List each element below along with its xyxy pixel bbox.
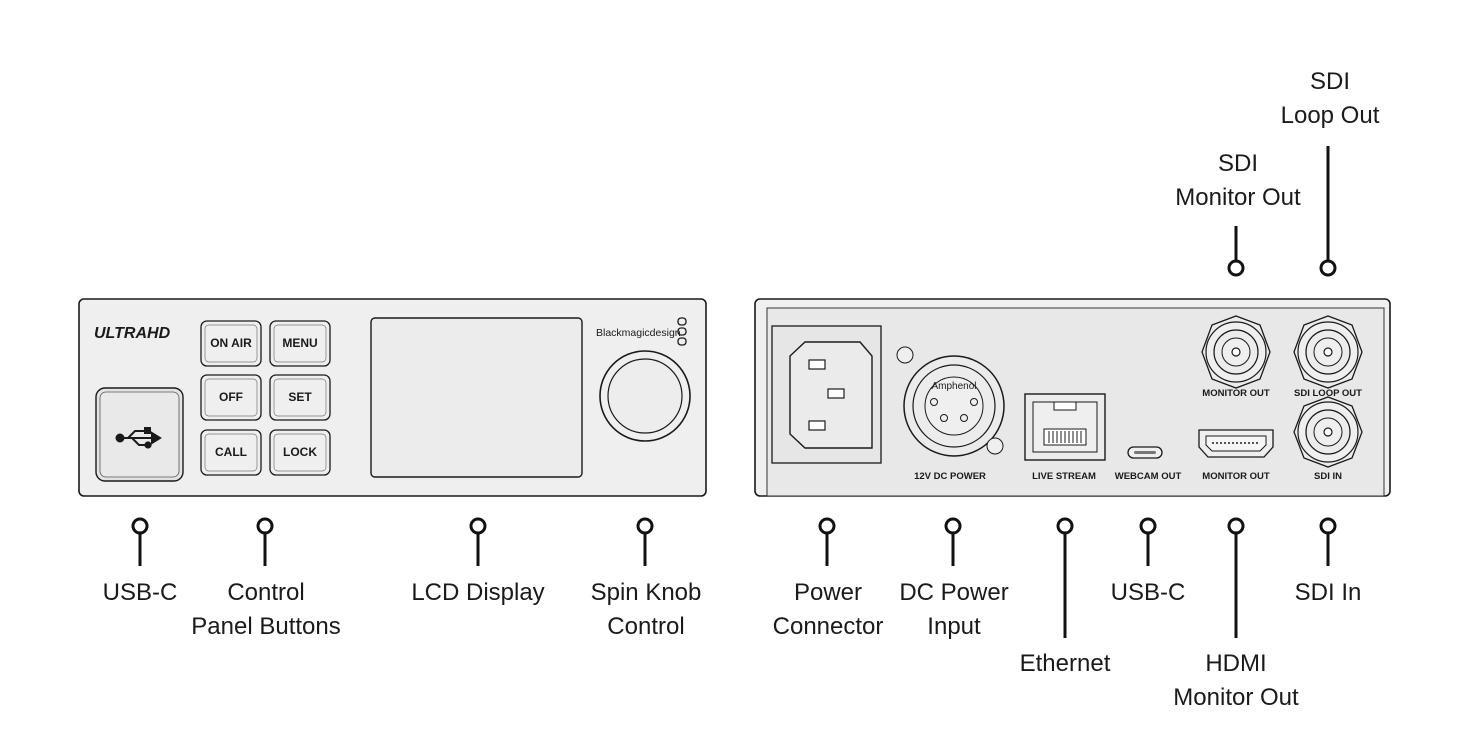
leader-sdi-loop-out [1319, 146, 1337, 277]
leader-sdi-monitor-out [1227, 226, 1245, 277]
hdmi-monitor-out-port[interactable]: MONITOR OUT [1198, 429, 1274, 482]
lock-button[interactable]: LOCK [269, 429, 331, 476]
callout-lcd-display: LCD Display [411, 576, 544, 610]
callout-line: LCD Display [411, 579, 545, 606]
front-panel: ULTRAHD ON AIR [78, 298, 707, 497]
lock-label: LOCK [283, 445, 317, 459]
callout-line: USB-C [102, 579, 178, 606]
menu-label: MENU [282, 336, 317, 350]
amphenol-label: Amphenol [931, 381, 976, 392]
leader-spin-knob [636, 517, 654, 566]
callout-line: Power [793, 579, 863, 606]
control-panel-buttons: ON AIR MENU OFF SET CALL [200, 320, 331, 476]
webcam-out-label: WEBCAM OUT [1115, 471, 1182, 482]
rear-panel: Amphenol 12V DC POWER LIVE STREAM [754, 298, 1391, 497]
sdi-loop-out-port[interactable]: SDI LOOP OUT [1293, 315, 1363, 399]
callout-line: Spin Knob [590, 579, 702, 606]
leader-usb-c-front [131, 517, 149, 566]
set-button[interactable]: SET [269, 374, 331, 421]
callout-ethernet: Ethernet [1020, 647, 1111, 681]
off-button[interactable]: OFF [200, 374, 262, 421]
leader-usb-c-rear [1139, 517, 1157, 566]
live-stream-label: LIVE STREAM [1032, 471, 1096, 482]
leader-power-connector [818, 517, 836, 566]
callout-line: Control [607, 613, 685, 640]
callout-power-connector: Power Connector [773, 576, 884, 644]
on-air-button[interactable]: ON AIR [200, 320, 262, 367]
brand-label: Blackmagicdesign [596, 327, 681, 339]
leader-lines [131, 146, 1337, 638]
usb-icon [115, 427, 162, 449]
sdi-loop-out-label: SDI LOOP OUT [1294, 388, 1362, 399]
sdi-in-label: SDI IN [1314, 471, 1342, 482]
set-label: SET [288, 390, 312, 404]
callout-line: SDI [1309, 68, 1350, 95]
usb-c-port-front[interactable] [95, 387, 184, 482]
callout-line: HDMI [1205, 650, 1267, 677]
callout-usb-c-rear: USB-C [1111, 576, 1186, 610]
sdi-monitor-out-label: MONITOR OUT [1202, 388, 1270, 399]
callout-line: SDI In [1294, 579, 1362, 606]
sdi-in-port[interactable]: SDI IN [1293, 396, 1363, 482]
sdi-monitor-out-port[interactable]: MONITOR OUT [1201, 315, 1271, 399]
usb-c-port-rear[interactable]: WEBCAM OUT [1115, 446, 1182, 482]
callout-line: Input [927, 613, 981, 640]
callout-line: Connector [772, 613, 884, 640]
callout-control-panel-buttons: Control Panel Buttons [191, 576, 340, 644]
callout-usb-c-front: USB-C [103, 576, 178, 610]
callout-sdi-in: SDI In [1295, 576, 1362, 610]
lcd-display [370, 317, 583, 478]
callout-sdi-loop-out: SDI Loop Out [1281, 65, 1380, 133]
leader-ethernet [1056, 517, 1074, 638]
callout-line: Monitor Out [1173, 684, 1299, 711]
dc-power-input[interactable]: Amphenol 12V DC POWER [896, 346, 1005, 482]
callout-line: Monitor Out [1175, 184, 1301, 211]
callout-line: DC Power [899, 579, 1009, 606]
hdmi-monitor-out-label: MONITOR OUT [1202, 471, 1270, 482]
leader-dc-power [944, 517, 962, 566]
callout-line: Control [227, 579, 305, 606]
leader-control-buttons [256, 517, 274, 566]
callout-line: Panel Buttons [191, 613, 341, 640]
callout-line: USB-C [1110, 579, 1186, 606]
ethernet-port[interactable]: LIVE STREAM [1024, 393, 1106, 482]
callout-line: SDI [1217, 150, 1259, 177]
call-button[interactable]: CALL [200, 429, 262, 476]
menu-button[interactable]: MENU [269, 320, 331, 367]
ultrahd-logo: ULTRAHD [94, 325, 171, 342]
callout-spin-knob: Spin Knob Control [591, 576, 702, 644]
leader-lcd [469, 517, 487, 566]
spin-knob[interactable] [599, 350, 691, 442]
dc-power-label: 12V DC POWER [914, 471, 986, 482]
callout-sdi-monitor-out: SDI Monitor Out [1175, 147, 1300, 215]
power-connector[interactable] [771, 325, 882, 464]
callout-hdmi-monitor-out: HDMI Monitor Out [1173, 647, 1298, 715]
leader-hdmi [1227, 517, 1245, 638]
callout-dc-power-input: DC Power Input [899, 576, 1008, 644]
call-label: CALL [215, 445, 247, 459]
blackmagic-logo-icon [677, 317, 687, 346]
callout-line: Loop Out [1280, 102, 1380, 129]
callout-line: Ethernet [1019, 650, 1111, 677]
on-air-label: ON AIR [210, 336, 252, 350]
off-label: OFF [219, 390, 243, 404]
leader-sdi-in [1319, 517, 1337, 566]
